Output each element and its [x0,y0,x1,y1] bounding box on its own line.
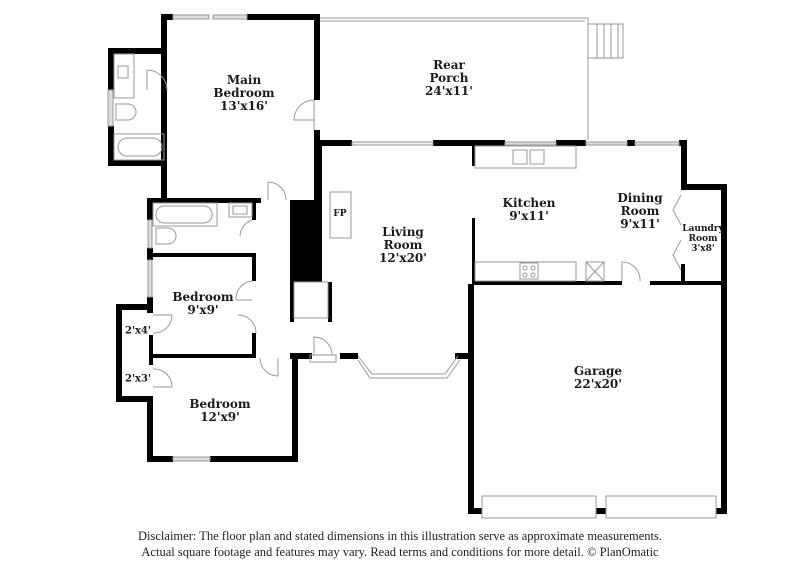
room-name-2: Room [620,204,660,219]
room-name-2: Room [688,234,718,245]
room-main-bedroom: Main Bedroom 13'x16' [213,74,274,114]
room-kitchen: Kitchen 9'x11' [502,195,556,223]
room-closet-2: 2'x3' [125,374,151,385]
room-name: Main [226,73,262,88]
room-name: Bedroom [172,289,234,304]
disclaimer: Disclaimer: The floor plan and stated di… [0,528,800,560]
room-dimensions: 13'x16' [220,99,268,114]
room-bedroom-2: Bedroom 9'x9' [172,289,234,317]
fireplace-label: FP [333,209,347,220]
disclaimer-line-2: Actual square footage and features may v… [141,545,659,559]
room-name: Kitchen [502,195,556,210]
room-closet-1: 2'x4' [125,326,151,337]
room-name-2: Porch [429,71,469,86]
room-dimensions: 2'x4' [124,325,152,337]
room-dining-room: Dining Room 9'x11' [617,192,662,232]
room-dimensions: 3'x8' [691,243,715,254]
disclaimer-line-1: Disclaimer: The floor plan and stated di… [138,529,662,543]
room-laundry-room: Laundry Room 3'x8' [682,224,724,255]
room-name-2: Room [383,238,423,253]
room-living-room: Living Room 12'x20' [379,226,427,266]
thin-lines [107,14,717,519]
room-rear-porch: Rear Porch 24'x11' [425,59,473,99]
room-dimensions: 9'x11' [620,217,660,232]
walls [108,14,727,514]
room-name-2: Bedroom [213,86,275,101]
room-name: Garage [573,363,623,378]
room-dimensions: 12'x20' [379,251,427,266]
room-bedroom-3: Bedroom 12'x9' [189,396,251,424]
room-name: Laundry [682,224,724,235]
room-name: Living [382,225,424,240]
room-dimensions: 24'x11' [425,84,473,99]
room-name: Bedroom [189,396,251,411]
room-dimensions: 12'x9' [200,410,240,424]
room-dimensions: 9'x11' [509,209,549,223]
room-name: Dining [617,191,663,206]
room-dimensions: 22'x20' [574,377,622,391]
room-garage: Garage 22'x20' [573,363,623,391]
room-name: Rear [433,58,465,73]
room-dimensions: 9'x9' [187,303,219,317]
room-dimensions: 2'x3' [124,373,152,385]
